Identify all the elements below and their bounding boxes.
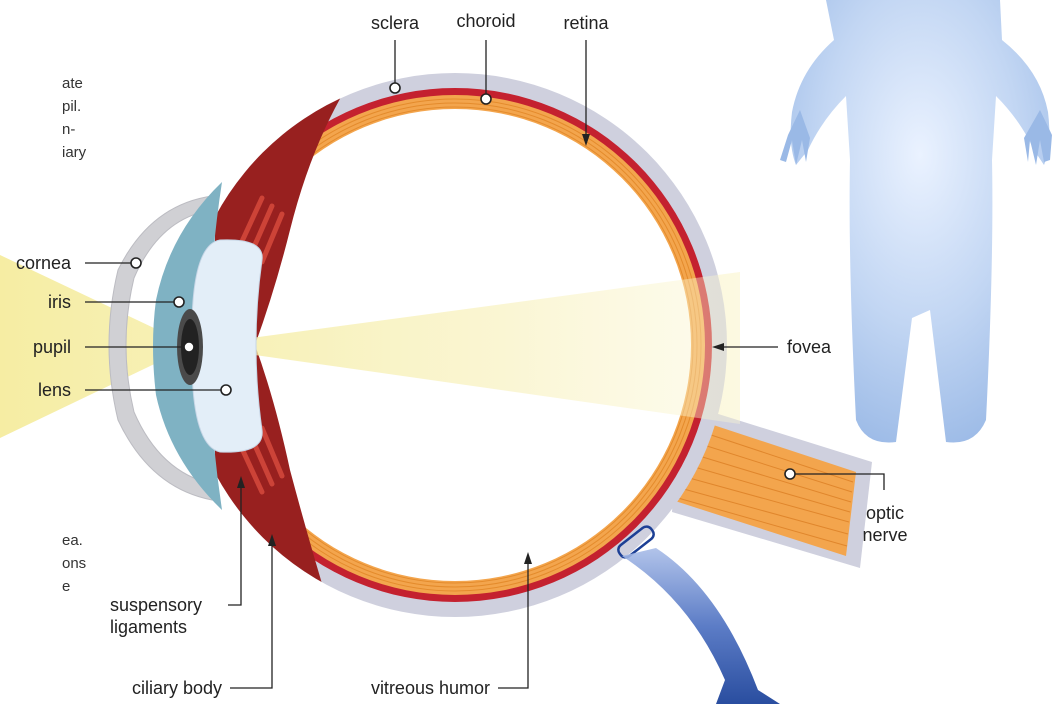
label-suspensory-ligaments: suspensory ligaments: [110, 594, 202, 638]
label-sclera: sclera: [362, 12, 428, 34]
label-choroid: choroid: [448, 10, 524, 32]
label-retina: retina: [552, 12, 620, 34]
label-pupil: pupil: [0, 336, 71, 358]
detail-arrow: [622, 548, 780, 704]
label-iris: iris: [0, 291, 71, 313]
label-lens: lens: [0, 379, 71, 401]
cropped-text-bottom-left: ea. ons e: [62, 529, 86, 598]
label-cornea: cornea: [0, 252, 71, 274]
cropped-text-top-left: ate pil. n- iary: [62, 72, 86, 164]
label-ciliary-body: ciliary body: [60, 677, 222, 699]
label-fovea: fovea: [787, 336, 831, 358]
label-vitreous-humor: vitreous humor: [320, 677, 490, 699]
human-body-silhouette: [780, 0, 1052, 443]
label-optic-nerve: optic nerve: [854, 502, 916, 546]
